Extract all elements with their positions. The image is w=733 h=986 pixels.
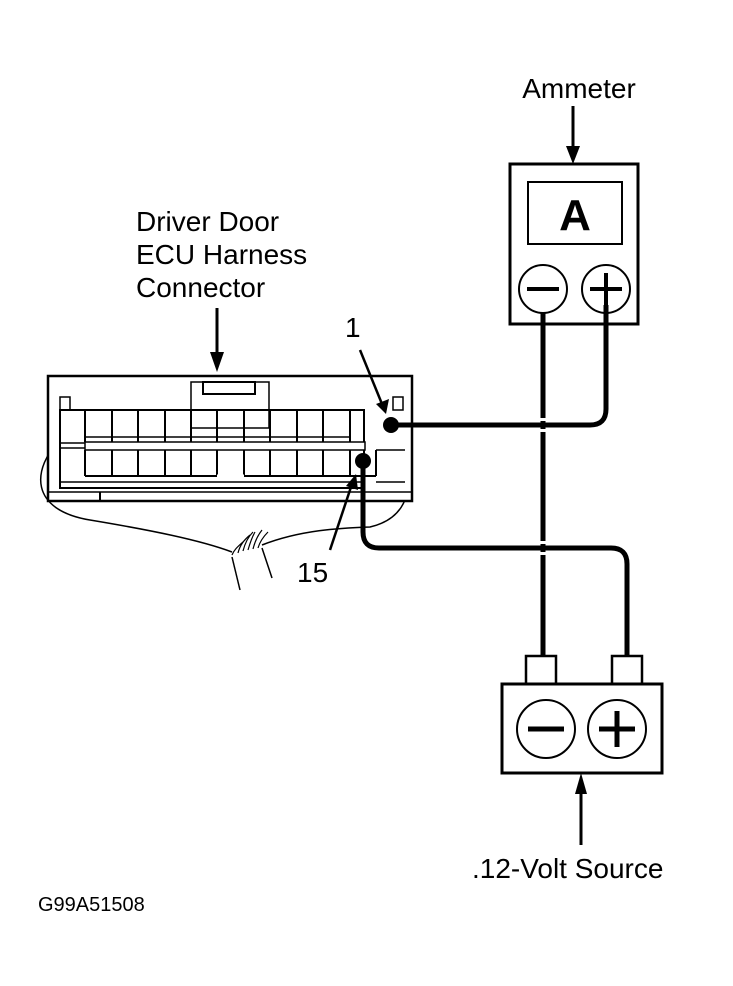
connector-top-row — [84, 410, 351, 442]
ecu-harness-connector — [46, 374, 414, 503]
ammeter-negative-terminal — [518, 264, 568, 314]
source-label: .12-Volt Source — [472, 853, 663, 884]
voltage-source — [500, 654, 664, 775]
pin1-label: 1 — [345, 312, 361, 343]
ammeter-label: Ammeter — [522, 73, 636, 104]
wire-pin15-to-source-positive — [360, 461, 630, 658]
pin15-label: 15 — [297, 557, 328, 588]
connector-pin-1 — [383, 417, 399, 433]
ammeter-arrow — [566, 106, 580, 164]
wire-pin1-to-ammeter-positive — [391, 305, 609, 428]
connector-pin-15 — [355, 453, 371, 469]
connector-bottom-row — [60, 449, 405, 483]
source-arrow — [575, 773, 587, 845]
source-positive-terminal — [587, 699, 647, 759]
connector-arrow — [210, 308, 224, 372]
connector-label-line2: ECU Harness — [136, 239, 307, 270]
connector-label-line3: Connector — [136, 272, 265, 303]
harness-bundle — [231, 529, 273, 591]
ammeter-display — [527, 181, 623, 245]
ammeter: A — [508, 162, 640, 326]
pin15-arrow — [328, 474, 358, 551]
pin1-arrow — [358, 349, 389, 414]
ammeter-display-text: A — [559, 191, 591, 240]
figure-id: G99A51508 — [38, 894, 145, 916]
connector-label-line1: Driver Door — [136, 206, 279, 237]
source-negative-terminal — [516, 699, 576, 759]
